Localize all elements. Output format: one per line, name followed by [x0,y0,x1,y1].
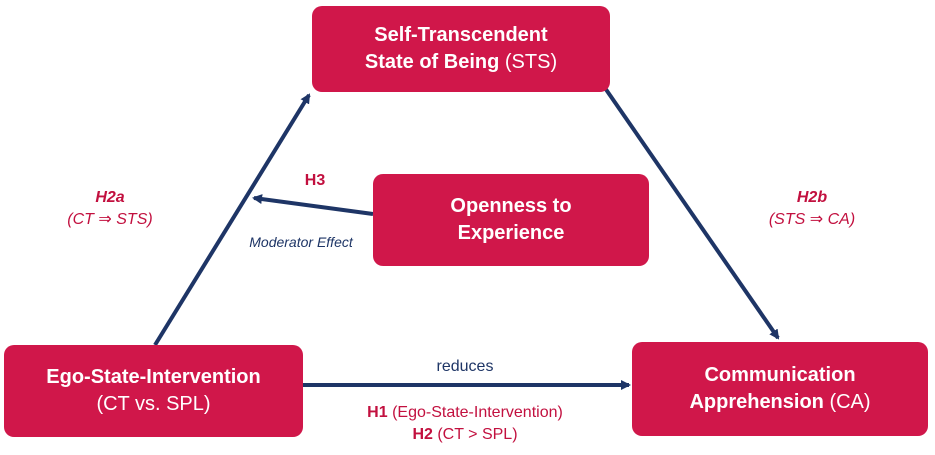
h1-rest: (Ego-State-Intervention) [387,404,563,421]
h2b-label: H2b (STS ⇒ CA) [742,187,882,231]
openness-line1: Openness to [450,195,572,217]
openness-line2: Experience [457,222,565,244]
ca-line1: Communication [704,364,856,386]
node-communication-apprehension: Communication Apprehension (CA) [632,342,928,436]
h2a-label: H2a (CT ⇒ STS) [45,187,175,231]
node-ego-state-intervention: Ego-State-Intervention (CT vs. SPL) [4,345,303,437]
sts-line2-bold: State of Being [364,51,500,73]
h3-label: H3 [304,172,326,189]
node-openness-to-experience: Openness to Experience [373,174,649,266]
esi-line1: Ego-State-Intervention [46,366,261,388]
sts-line1: Self-Transcendent [374,24,548,46]
h1-bold: H1 [367,404,388,421]
esi-line2: (CT vs. SPL) [96,393,211,415]
moderator-effect-label: Moderator Effect [249,234,353,250]
h2b-title: H2b [796,189,828,206]
sts-line2-rest: (STS) [499,51,558,73]
ca-line2-rest: (CA) [823,391,871,413]
h2a-sub: (CT ⇒ STS) [67,211,153,228]
arrow-moderator [252,194,374,216]
node-self-transcendent-state: Self-Transcendent State of Being (STS) [312,6,610,92]
arrow-esi-to-sts [153,93,311,347]
h1-h2-labels: H1 (Ego-State-Intervention) H2 (CT > SPL… [320,402,610,446]
h2b-sub: (STS ⇒ CA) [768,211,856,228]
h2a-title: H2a [95,189,125,206]
arrow-sts-to-ca [603,86,780,340]
reduces-label: reduces [436,358,494,375]
ca-line2-bold: Apprehension [689,391,824,413]
h2-rest: (CT > SPL) [432,426,518,443]
h2-bold: H2 [412,426,433,443]
